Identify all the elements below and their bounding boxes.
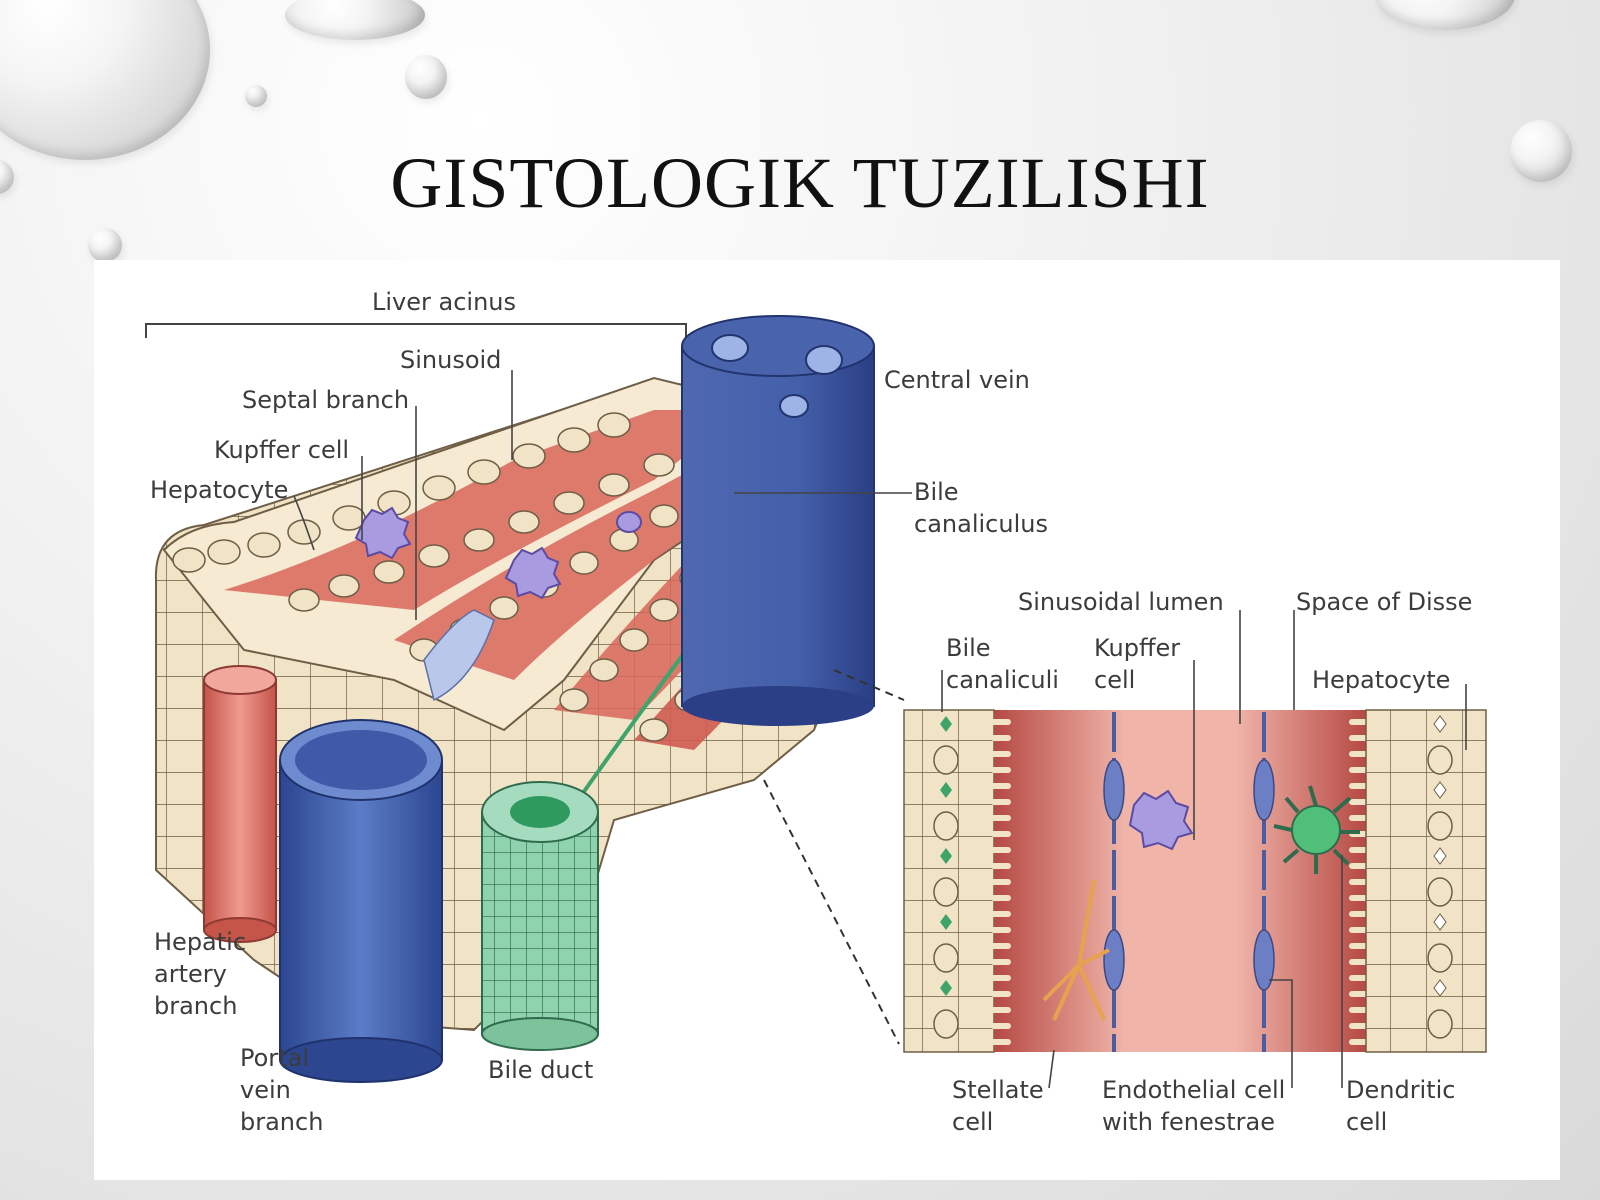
portal-vein-branch [279,719,443,1083]
label-hepatic-artery-line2: artery [154,960,227,988]
label-space-of-disse: Space of Disse [1296,588,1472,616]
label-portal-vein-line2: vein [240,1076,291,1104]
decorative-bubble [405,55,447,99]
liver-acinus-diagram: Liver acinus Sinusoid Septal branch Kupf… [94,260,1560,1180]
label-endothelial-line2: with fenestrae [1102,1108,1275,1136]
label-bile-duct: Bile duct [488,1056,593,1084]
label-inset-kupffer-line2: cell [1094,666,1135,694]
inset-callout-lines [763,669,905,1045]
label-bile-canaliculi-line2: canaliculi [946,666,1059,694]
decorative-bubble [88,228,122,262]
label-portal-vein-line1: Portal [240,1044,309,1072]
label-bile-canaliculus-line2: canaliculus [914,510,1048,538]
label-hepatic-artery-line1: Hepatic [154,928,246,956]
slide-title: GISTOLOGIK TUZILISHI [390,143,1210,223]
label-sinusoidal-lumen: Sinusoidal lumen [1018,588,1224,616]
label-sinusoid: Sinusoid [400,346,501,374]
label-dendritic-line1: Dendritic [1346,1076,1456,1104]
label-stellate-line2: cell [952,1108,993,1136]
decorative-bubble [0,0,210,160]
label-stellate-line1: Stellate [952,1076,1044,1104]
label-endothelial-line1: Endothelial cell [1102,1076,1285,1104]
decorative-bubble [1375,0,1515,30]
leader-lines [293,370,1467,1089]
label-portal-vein-line3: branch [240,1108,323,1136]
label-inset-kupffer-line1: Kupffer [1094,634,1180,662]
label-liver-acinus: Liver acinus [372,288,516,316]
hepatic-artery-branch [203,665,277,943]
label-septal-branch: Septal branch [242,386,409,414]
central-vein [681,315,875,726]
decorative-bubble [1510,120,1572,182]
label-hepatocyte: Hepatocyte [150,476,288,504]
liver-acinus-bracket [145,323,687,338]
label-hepatic-artery-line3: branch [154,992,237,1020]
label-inset-hepatocyte: Hepatocyte [1312,666,1450,694]
label-bile-canaliculus-line1: Bile [914,478,959,506]
decorative-bubble [0,160,14,194]
label-central-vein: Central vein [884,366,1030,394]
label-kupffer-cell: Kupffer cell [214,436,349,464]
sinusoid-detail-inset [903,709,1487,1053]
decorative-bubble [245,85,267,107]
bile-duct [481,781,599,1051]
label-bile-canaliculi-line1: Bile [946,634,991,662]
decorative-bubble [285,0,425,40]
label-dendritic-line2: cell [1346,1108,1387,1136]
